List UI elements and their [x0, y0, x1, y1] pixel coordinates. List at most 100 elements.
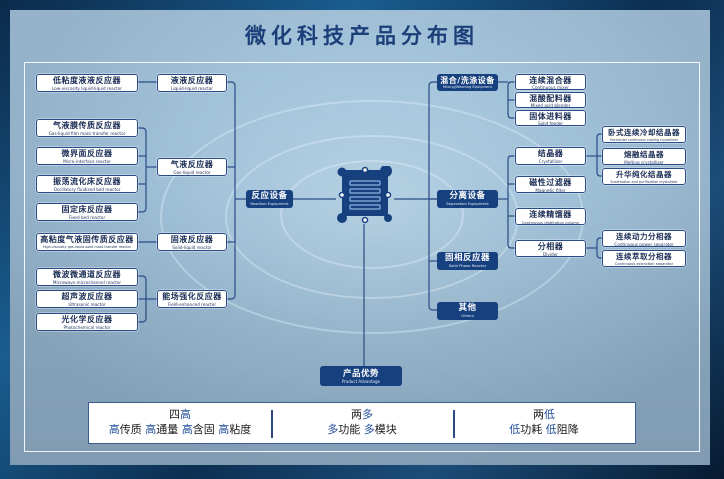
- item-continuous-mixer[interactable]: 连续混合器 Continuous mixer: [515, 74, 586, 90]
- label-cn: 连续动力分相器: [616, 232, 672, 241]
- label-en: Product Advantage: [341, 379, 381, 384]
- label-cn: 混酸配料器: [529, 94, 572, 103]
- label-cn: 振荡流化床反应器: [53, 177, 121, 186]
- label-en: Divider: [543, 252, 558, 257]
- label-en: Solid Phase Reactor: [448, 263, 487, 268]
- group-gas-liquid-reactor[interactable]: 气液反应器 Gas-liquid reactor: [157, 158, 227, 176]
- label-cn: 连续混合器: [529, 76, 572, 85]
- category-reaction-equipment[interactable]: 反应设备 Reaction Equipment: [246, 190, 293, 208]
- label-en: Reaction Equipment: [250, 201, 289, 206]
- label-cn: 能场强化反应器: [162, 292, 222, 301]
- label-en: Continuous distillation column: [521, 220, 580, 225]
- label-en: Gas-liquid reactor: [173, 170, 211, 175]
- leaf-gas-liquid-film-reactor[interactable]: 气液膜传质反应器 Gas-liquid film mass transfer r…: [36, 119, 138, 137]
- group-field-enhanced-reactor[interactable]: 能场强化反应器 Field-enhanced reactor: [157, 290, 227, 308]
- label-en: Gas-liquid film mass transfer reactor: [48, 131, 126, 136]
- group-liquid-liquid-reactor[interactable]: 液液反应器 Liquid-liquid reactor: [157, 74, 227, 92]
- label-cn: 固体进料器: [529, 112, 572, 121]
- advantage-heading: 四高: [169, 408, 191, 421]
- label-en: Ultrasonic reactor: [68, 302, 106, 307]
- decor-ring: [280, 160, 464, 269]
- label-en: Low-viscosity liquid-liquid reactor: [52, 86, 122, 91]
- label-en: Continuous power separator: [614, 242, 674, 247]
- label-cn: 固相反应器: [444, 253, 490, 263]
- page-title: 微化科技产品分布图: [245, 24, 479, 48]
- label-en: Liquid-liquid reactor: [171, 86, 213, 91]
- label-cn: 微波微通道反应器: [53, 270, 121, 279]
- advantage-terms: 高传质 高通量 高含固 高粘度: [108, 423, 252, 436]
- label-cn: 低粘度液液反应器: [53, 76, 121, 85]
- label-en: Continuous extraction separator: [614, 262, 674, 266]
- leaf-low-viscosity-ll-reactor[interactable]: 低粘度液液反应器 Low-viscosity liquid-liquid rea…: [36, 74, 138, 92]
- label-cn: 分相器: [537, 242, 564, 251]
- category-mixing-washing-equipment[interactable]: 混合/洗涤设备 Mixing/Washing Equipment: [437, 74, 498, 91]
- label-en: Field-enhanced reactor: [167, 302, 217, 307]
- leaf-high-viscosity-gls-reactor[interactable]: 高粘度气液固传质反应器 High-viscosity gas-liquid-so…: [36, 233, 138, 251]
- category-others[interactable]: 其他 Others: [437, 302, 498, 320]
- label-en: Crystallizer: [538, 159, 563, 164]
- item-mixed-acid-blender[interactable]: 混酸配料器 Mixed acid blender: [515, 92, 586, 108]
- label-en: Horizontal continuous cooling crystalliz…: [610, 138, 678, 142]
- item-solid-feeder[interactable]: 固体进料器 Solid feeder: [515, 110, 586, 126]
- label-cn: 光化学反应器: [61, 315, 113, 324]
- content-frame: [24, 62, 700, 452]
- item-crystallizer[interactable]: 结晶器 Crystallizer: [515, 147, 586, 165]
- label-cn: 超声波反应器: [61, 292, 113, 301]
- advantage-four-highs: 四高 高传质 高通量 高含固 高粘度: [89, 403, 271, 443]
- label-cn: 分离设备: [449, 191, 486, 201]
- label-cn: 连续精馏器: [529, 210, 572, 219]
- label-en: Mixed acid blender: [530, 103, 571, 108]
- label-cn: 气液膜传质反应器: [53, 121, 121, 130]
- label-cn: 升华纯化结晶器: [616, 170, 672, 179]
- advantage-two-lows: 两低 低功耗 低阻降: [453, 403, 635, 443]
- group-solid-liquid-reactor[interactable]: 固液反应器 Solid-liquid reactor: [157, 233, 227, 251]
- label-en: High-viscosity gas-liquid-solid mass tra…: [43, 245, 131, 249]
- item-divider[interactable]: 分相器 Divider: [515, 240, 586, 257]
- leaf-photochemical-reactor[interactable]: 光化学反应器 Photochemical reactor: [36, 313, 138, 331]
- label-cn: 高粘度气液固传质反应器: [40, 235, 134, 244]
- label-cn: 反应设备: [251, 191, 288, 201]
- label-en: Solid-liquid reactor: [172, 245, 212, 250]
- leaf-oscillatory-fluidized-bed-reactor[interactable]: 振荡流化床反应器 Oscillatory fluidized bed react…: [36, 175, 138, 193]
- label-en: Micro-interface reactor: [63, 159, 111, 164]
- category-product-advantage[interactable]: 产品优势 Product Advantage: [320, 366, 402, 386]
- document-list-icon: [337, 166, 392, 224]
- label-cn: 混合/洗涤设备: [440, 76, 495, 85]
- item-melting-crystallizer[interactable]: 熔融结晶器 Melting crystallizer: [602, 148, 686, 165]
- category-solid-phase-reactor[interactable]: 固相反应器 Solid Phase Reactor: [437, 252, 498, 270]
- label-en: Continuous mixer: [532, 85, 569, 90]
- label-en: Mixing/Washing Equipment: [443, 85, 492, 89]
- advantage-terms: 低功耗 低阻降: [509, 423, 579, 436]
- label-cn: 磁性过滤器: [529, 178, 572, 187]
- label-cn: 产品优势: [342, 369, 379, 379]
- label-cn: 微界面反应器: [61, 149, 113, 158]
- label-cn: 熔融结晶器: [624, 150, 664, 159]
- label-cn: 卧式连续冷却结晶器: [608, 128, 680, 137]
- item-magnetic-filter[interactable]: 磁性过滤器 Magnetic filter: [515, 176, 586, 193]
- label-cn: 固液反应器: [170, 235, 214, 244]
- item-horizontal-continuous-cooling-crystallizer[interactable]: 卧式连续冷却结晶器 Horizontal continuous cooling …: [602, 126, 686, 143]
- label-cn: 固定床反应器: [61, 205, 113, 214]
- leaf-micro-interface-reactor[interactable]: 微界面反应器 Micro-interface reactor: [36, 147, 138, 165]
- label-en: Microwave microchannel reactor: [52, 280, 122, 285]
- label-en: Separation Equipment: [446, 201, 489, 206]
- label-en: Melting crystallizer: [624, 160, 664, 165]
- category-separation-equipment[interactable]: 分离设备 Separation Equipment: [437, 190, 498, 208]
- label-cn: 液液反应器: [170, 76, 214, 85]
- label-en: Others: [461, 313, 474, 318]
- item-continuous-extraction-separator[interactable]: 连续萃取分相器 Continuous extraction separator: [602, 250, 686, 267]
- label-en: Photochemical reactor: [63, 325, 111, 330]
- label-en: Sublimation and purification crystallize…: [610, 180, 678, 184]
- leaf-ultrasonic-reactor[interactable]: 超声波反应器 Ultrasonic reactor: [36, 290, 138, 308]
- advantages-panel: 四高 高传质 高通量 高含固 高粘度 两多 多功能 多模块 两低 低功耗 低阻降: [88, 402, 636, 444]
- leaf-microwave-microchannel-reactor[interactable]: 微波微通道反应器 Microwave microchannel reactor: [36, 268, 138, 286]
- item-sublimation-purification-crystallizer[interactable]: 升华纯化结晶器 Sublimation and purification cry…: [602, 168, 686, 185]
- advantage-two-multis: 两多 多功能 多模块: [271, 403, 453, 443]
- label-cn: 其他: [458, 303, 477, 313]
- item-continuous-distillation-column[interactable]: 连续精馏器 Continuous distillation column: [515, 208, 586, 225]
- label-cn: 结晶器: [537, 149, 564, 158]
- leaf-fixed-bed-reactor[interactable]: 固定床反应器 Fixed bed reactor: [36, 203, 138, 221]
- item-continuous-power-separator[interactable]: 连续动力分相器 Continuous power separator: [602, 230, 686, 247]
- advantage-heading: 两低: [533, 408, 555, 421]
